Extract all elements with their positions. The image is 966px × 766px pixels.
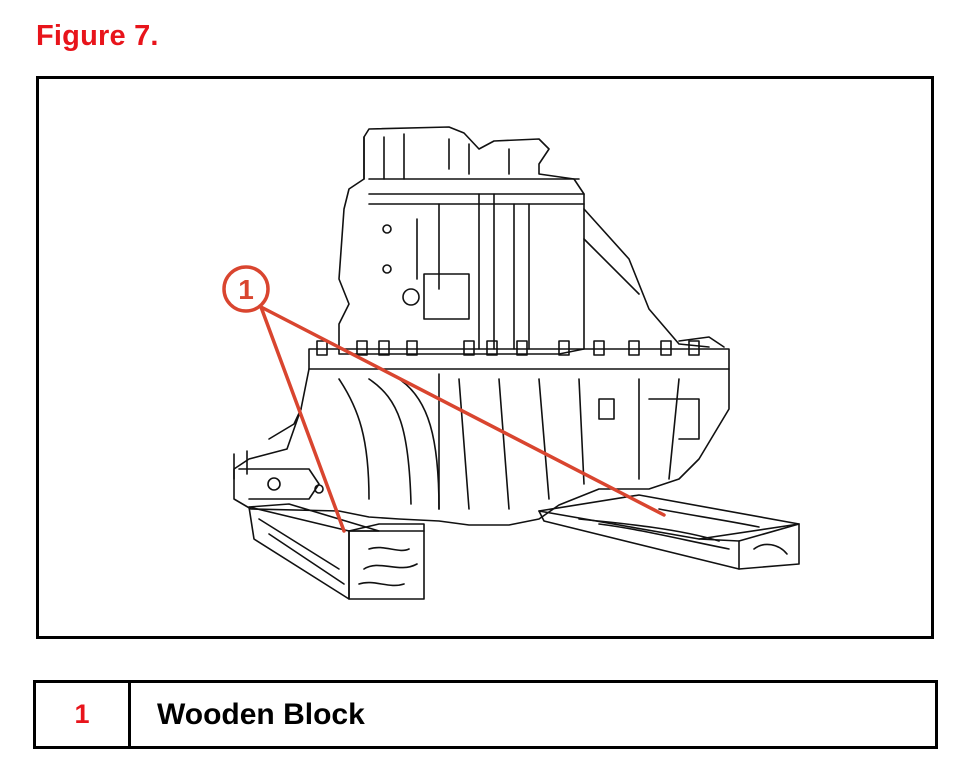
transmission-illustration: 1 bbox=[222, 126, 800, 600]
figure-frame: 1 bbox=[36, 76, 934, 639]
figure-title: Figure 7. bbox=[36, 20, 159, 52]
callout-1-circle bbox=[222, 265, 270, 313]
legend-table: 1 Wooden Block bbox=[33, 680, 938, 749]
upper-housing bbox=[338, 126, 710, 355]
legend-number: 1 bbox=[36, 683, 131, 746]
callout-1: 1 bbox=[222, 265, 270, 313]
callout-1-number: 1 bbox=[238, 274, 254, 305]
left-wooden-block bbox=[248, 503, 425, 600]
lower-case bbox=[233, 368, 730, 526]
right-wooden-block bbox=[538, 494, 800, 570]
legend-label: Wooden Block bbox=[157, 697, 365, 731]
callout-leaders bbox=[259, 305, 666, 533]
